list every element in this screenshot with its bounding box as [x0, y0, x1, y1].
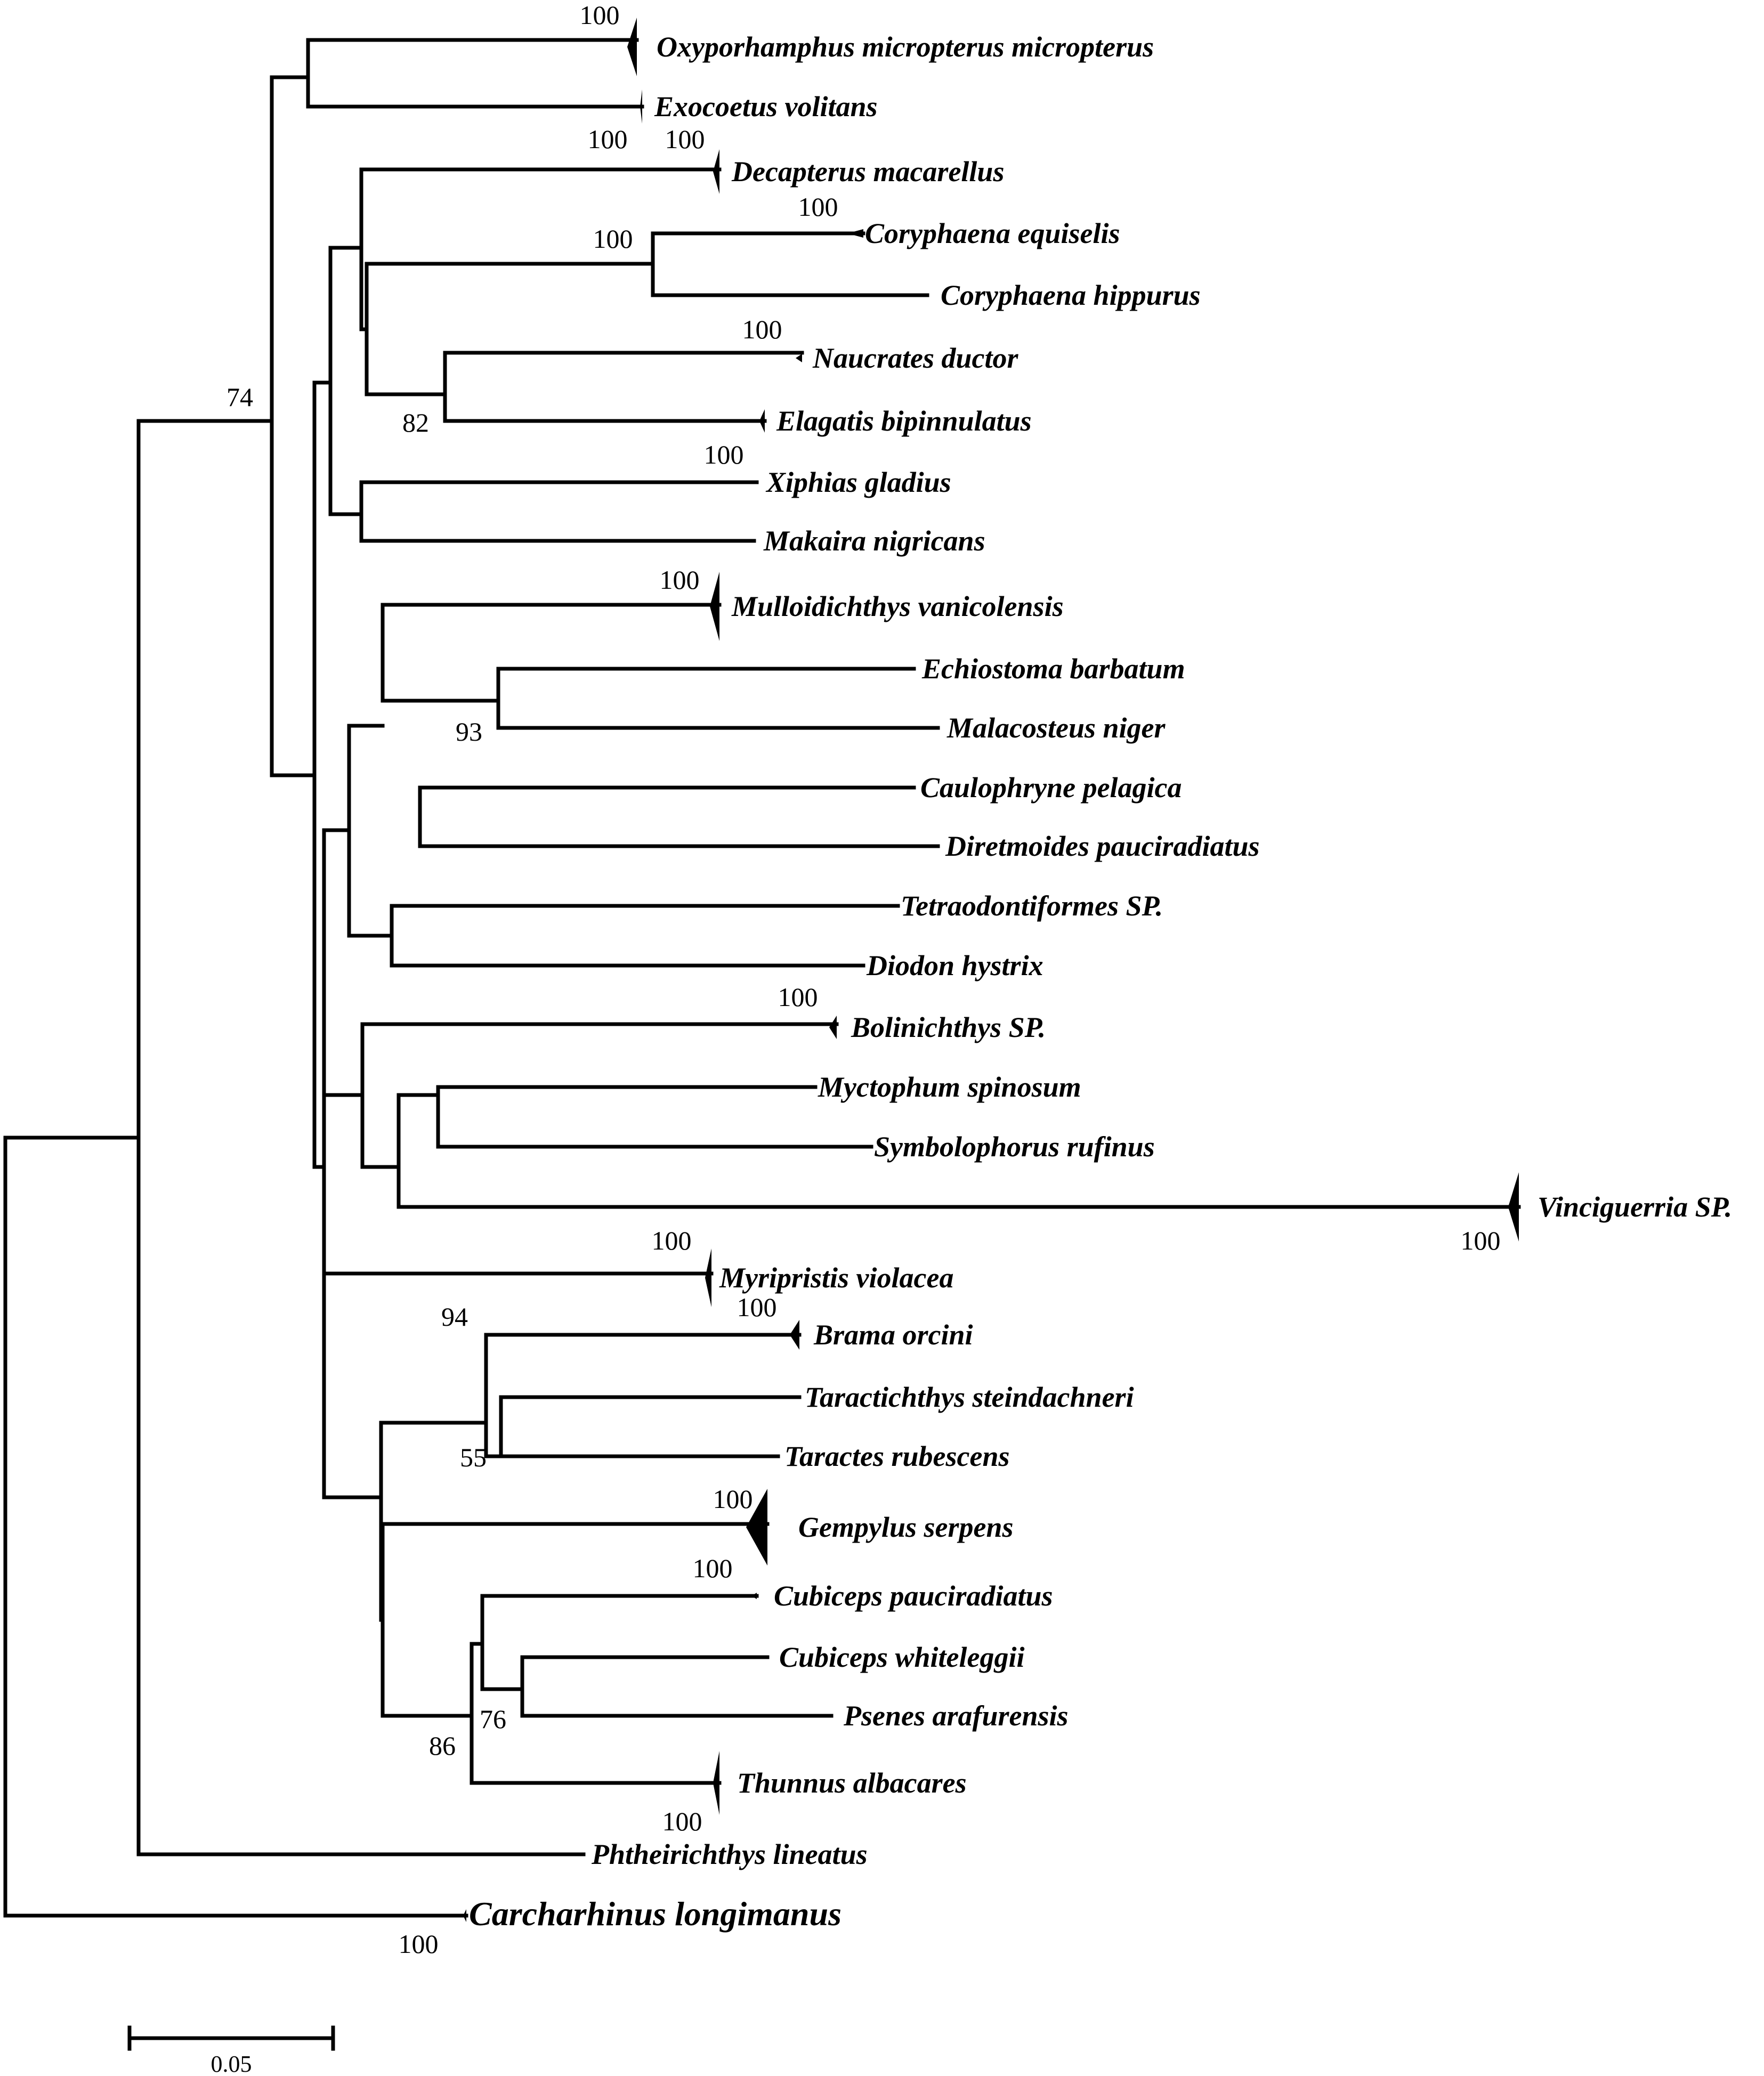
support-value: 100 [737, 1292, 777, 1322]
collapsed-clade-triangle [847, 229, 863, 238]
support-value: 100 [778, 982, 818, 1012]
support-value: 74 [226, 382, 253, 412]
taxon-label: Symbolophorus rufinus [874, 1131, 1155, 1163]
taxon-label: Coryphaena equiselis [865, 217, 1120, 249]
support-value: 93 [456, 717, 482, 747]
taxon-label: Elagatis bipinnulatus [776, 405, 1032, 437]
support-value: 100 [742, 314, 782, 344]
collapsed-clade-triangle [746, 1489, 767, 1566]
taxon-label: Myctophum spinosum [818, 1071, 1081, 1103]
taxon-label: Thunnus albacares [737, 1767, 967, 1799]
taxon-label: Phtheirichthys lineatus [591, 1838, 868, 1870]
taxon-label: Brama orcini [813, 1319, 973, 1351]
taxon-label: Diodon hystrix [866, 950, 1043, 982]
taxon-label: Bolinichthys SP. [851, 1011, 1046, 1043]
support-value: 100 [704, 440, 744, 469]
support-value: 82 [402, 408, 429, 437]
support-value: 100 [660, 565, 700, 595]
collapsed-clade-triangle [790, 1320, 799, 1350]
taxon-label: Myripristis violacea [719, 1262, 953, 1294]
collapsed-clade-triangle [463, 1909, 466, 1922]
taxon-labels: Oxyporhamphus micropterus micropterusExo… [469, 31, 1732, 1933]
scale-bar: 0.05 [127, 2025, 335, 2076]
support-value: 100 [662, 1806, 702, 1836]
collapsed-clade-triangle [1508, 1172, 1519, 1242]
tree-branches [3, 38, 1521, 1918]
support-value: 94 [441, 1302, 468, 1332]
taxon-label: Taractichthys steindachneri [805, 1381, 1134, 1413]
taxon-label: Decapterus macarellus [731, 156, 1004, 188]
scale-bar-label: 0.05 [211, 2051, 252, 2076]
taxon-label: Caulophryne pelagica [920, 772, 1182, 804]
support-value: 100 [593, 224, 633, 254]
taxon-label: Tetraodontiformes SP. [901, 890, 1163, 922]
taxon-label: Gempylus serpens [798, 1511, 1014, 1543]
taxon-label: Carcharhinus longimanus [469, 1895, 841, 1933]
collapsed-clade-triangle [710, 572, 719, 641]
taxon-label: Diretmoides pauciradiatus [945, 830, 1260, 862]
support-value: 100 [665, 124, 705, 154]
taxon-label: Vinciguerria SP. [1538, 1191, 1732, 1223]
taxon-label: Oxyporhamphus micropterus micropterus [657, 31, 1154, 63]
support-value: 100 [1461, 1226, 1501, 1255]
taxon-label: Malacosteus niger [946, 712, 1166, 744]
collapsed-clade-triangle [759, 409, 765, 433]
taxon-label: Naucrates ductor [812, 342, 1019, 374]
collapsed-clade-triangle [640, 90, 642, 124]
collapsed-clade-triangle [627, 18, 637, 76]
taxon-label: Makaira nigricans [763, 525, 985, 557]
support-value: 100 [652, 1226, 692, 1255]
taxon-label: Psenes arafurensis [843, 1700, 1069, 1732]
collapsed-clade-triangle [829, 1016, 837, 1039]
support-value: 55 [460, 1442, 487, 1472]
support-value: 100 [399, 1929, 439, 1959]
support-value: 100 [588, 124, 628, 154]
collapsed-clade-triangle [751, 1593, 757, 1599]
taxon-label: Echiostoma barbatum [921, 653, 1185, 685]
collapsed-clade-triangle [713, 149, 719, 194]
taxon-label: Cubiceps whiteleggii [779, 1641, 1025, 1673]
support-value: 100 [798, 192, 838, 222]
support-value: 100 [713, 1484, 753, 1514]
support-value: 100 [693, 1553, 733, 1583]
taxon-label: Xiphias gladius [765, 466, 951, 498]
collapsed-clade-triangle [796, 354, 802, 362]
support-values: 100 100 100 100 100 100 82 100 74 100 93 100 100 100 1… [226, 0, 1501, 1959]
support-value: 86 [429, 1731, 456, 1761]
taxon-label: Cubiceps pauciradiatus [774, 1580, 1053, 1612]
support-value: 76 [480, 1704, 506, 1734]
collapsed-clades [463, 18, 1519, 1922]
taxon-label: Taractes rubescens [784, 1440, 1010, 1472]
taxon-label: Mulloidichthys vanicolensis [731, 590, 1064, 622]
taxon-label: Exocoetus volitans [654, 91, 878, 123]
taxon-label: Coryphaena hippurus [941, 279, 1201, 311]
support-value: 100 [580, 0, 620, 30]
collapsed-clade-triangle [713, 1751, 719, 1815]
collapsed-clade-triangle [705, 1248, 711, 1307]
